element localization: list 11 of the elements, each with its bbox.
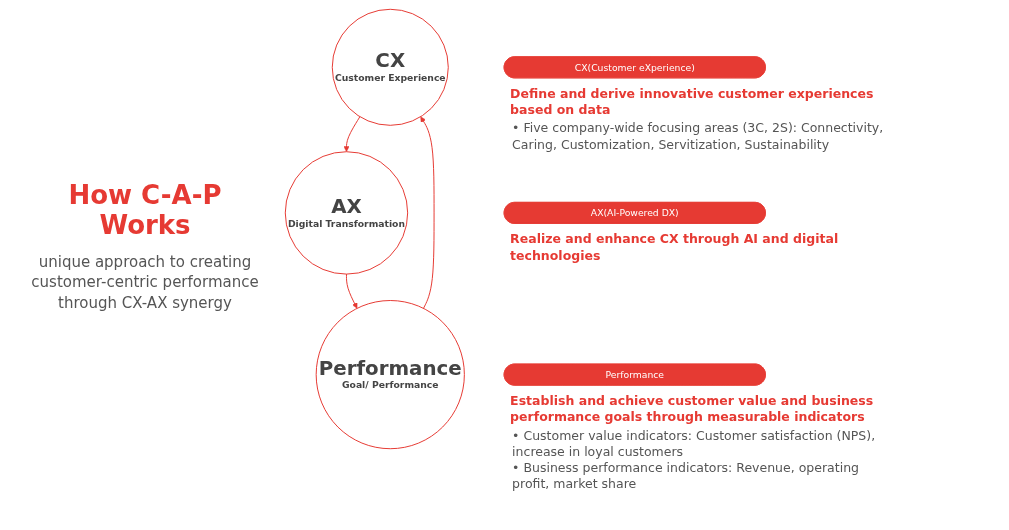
description-text: unique approach to creating customer-centric performance through CX-AX synergy xyxy=(30,252,260,313)
bullet-text: • Five company-wide focusing areas (3C, 2S): Connectivity, Caring, Customization, Servitization, Sustainability xyxy=(512,120,885,153)
node-circle: Performance Goal/ Performance xyxy=(315,300,465,450)
summary-text: Realize and enhance CX through AI and digital technologies xyxy=(510,231,840,264)
heading-text: How C-A-P Works xyxy=(67,180,223,240)
bullet-text: • Business performance indicators: Revenue, operating profit, market share xyxy=(512,460,860,493)
node-circle: CX Customer Experience xyxy=(331,8,449,126)
bullet-text: • Customer value indicators: Customer satisfaction (NPS), increase in loyal customers xyxy=(512,427,877,461)
summary-text: Define and derive innovative customer experiences based on data xyxy=(510,85,875,119)
node-circle: AX Digital Transformation xyxy=(284,151,409,275)
summary-text: Establish and achieve customer value and business performance goals through measurable indicators xyxy=(510,393,875,426)
